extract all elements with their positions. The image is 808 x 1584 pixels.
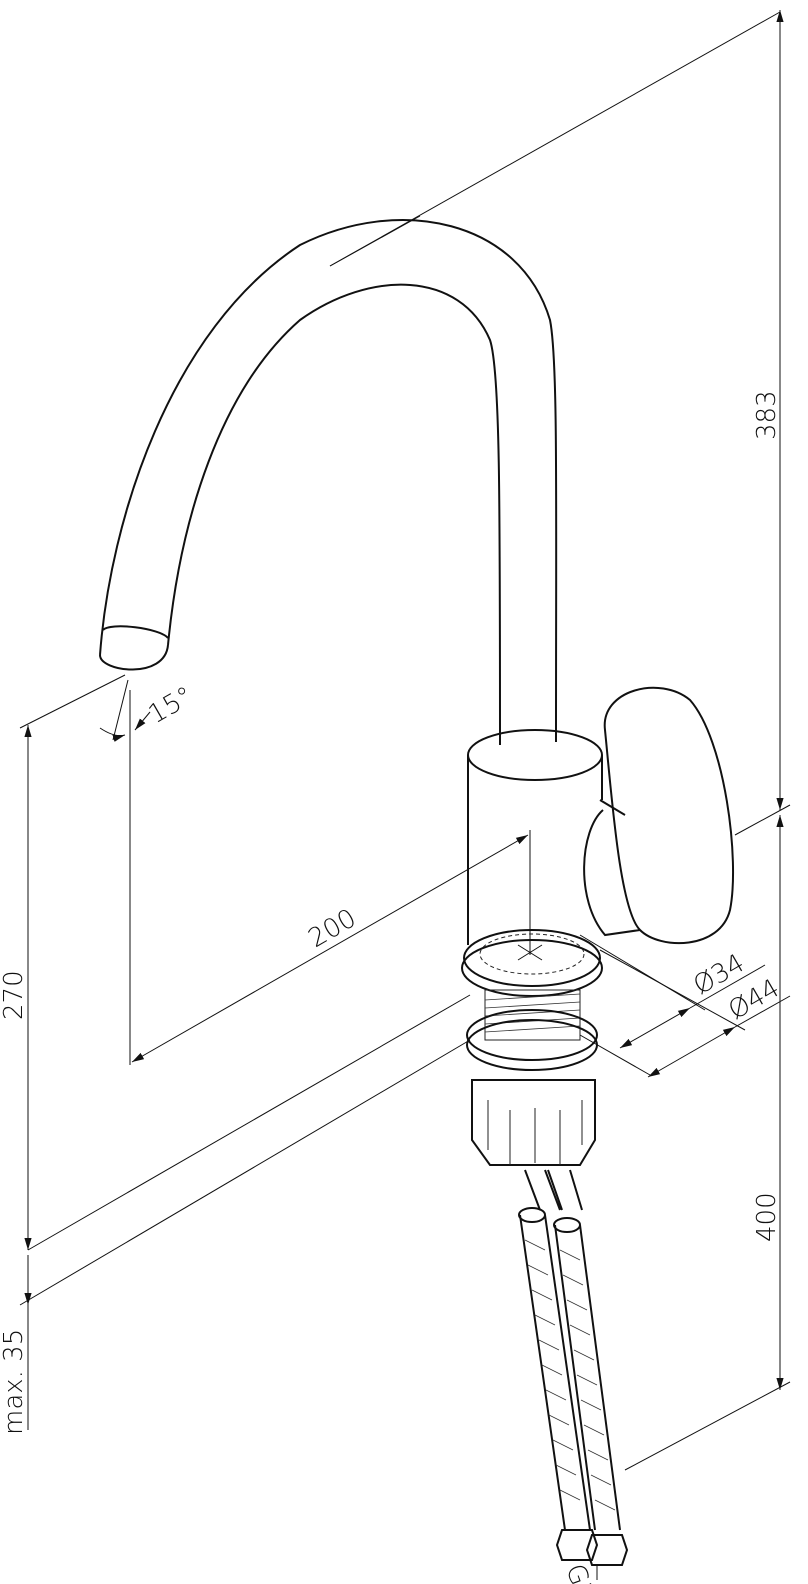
faucet-body — [467, 729, 603, 945]
label-270: 270 — [0, 970, 29, 1020]
label-max35: max. 35 — [0, 1329, 29, 1435]
dimension-400 — [624, 815, 791, 1471]
dimension-15deg — [99, 679, 151, 1065]
label-200: 200 — [304, 903, 362, 954]
spout — [99, 215, 558, 746]
base — [461, 929, 603, 1166]
label-400: 400 — [752, 1192, 782, 1242]
label-383: 383 — [752, 390, 782, 440]
label-g38: G3/8 — [559, 1560, 608, 1584]
dimension-383 — [329, 9, 791, 836]
lever-handle — [583, 686, 735, 945]
dimension-max35 — [19, 1039, 471, 1430]
supply-hoses — [518, 1169, 629, 1580]
dimension-diameters — [579, 934, 791, 1078]
dimension-270 — [19, 674, 471, 1251]
label-15deg: 15° — [144, 681, 199, 730]
dimension-200 — [131, 830, 543, 1063]
